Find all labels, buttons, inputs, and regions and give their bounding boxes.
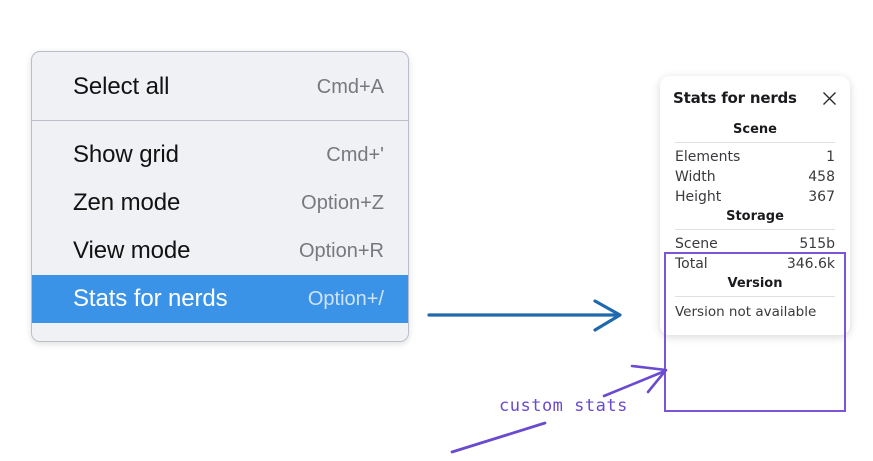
menu-item-shortcut: Cmd+A [316,75,384,98]
stats-group-rule [675,296,835,297]
menu-item-label: Show grid [73,141,179,168]
stats-group-storage: Storage Scene 515b Total 346.6k [673,207,837,274]
stats-group-rule [675,229,835,230]
menu-item-show-grid[interactable]: Show grid Cmd+' [32,131,408,179]
menu-item-view-mode[interactable]: View mode Option+R [32,227,408,275]
stats-row-value: 367 [808,189,835,205]
stats-row-key: Elements [675,149,741,165]
close-icon[interactable] [821,90,837,106]
menu-item-label: Zen mode [73,189,181,216]
context-menu-section-2: Show grid Cmd+' Zen mode Option+Z View m… [32,121,408,341]
menu-item-shortcut: Option+/ [307,287,384,310]
menu-item-shortcut: Cmd+' [326,143,384,166]
menu-item-label: View mode [73,237,191,264]
context-menu[interactable]: Select all Cmd+A Show grid Cmd+' Zen mod… [31,51,409,342]
stats-group-rule [675,142,835,143]
stats-row: Scene 515b [673,234,837,254]
menu-item-shortcut: Option+R [298,239,384,262]
menu-separator [32,120,408,121]
purple-arrow [602,364,668,398]
menu-item-select-all[interactable]: Select all Cmd+A [32,63,408,111]
menu-item-stats-for-nerds[interactable]: Stats for nerds Option+/ [32,275,408,323]
stats-group-title: Version [727,276,783,291]
purple-underline-stroke [450,421,547,454]
annotation-custom-stats-label: custom stats [499,396,628,416]
stats-row-key: Scene [675,236,718,252]
stats-panel-title: Stats for nerds [673,89,797,107]
stats-row: Height 367 [673,187,837,207]
stats-row-key: Width [675,169,716,185]
stats-group-title: Scene [733,122,777,137]
stats-row-value: 346.6k [786,256,835,272]
menu-item-zen-mode[interactable]: Zen mode Option+Z [32,179,408,227]
stats-row-key: Height [675,189,722,205]
context-menu-section-1: Select all Cmd+A [32,52,408,120]
menu-item-label: Stats for nerds [73,285,228,312]
blue-arrow [427,299,622,332]
stats-row: Elements 1 [673,147,837,167]
stats-row: Total 346.6k [673,254,837,274]
stats-row-key: Total [675,256,708,272]
menu-item-shortcut: Option+Z [301,191,384,214]
stats-row-value: 515b [799,236,835,252]
stats-group-version: Version Version not available [673,274,837,321]
stats-row: Width 458 [673,167,837,187]
stats-panel-header: Stats for nerds [673,89,837,107]
stats-row-value: 1 [826,149,835,165]
stats-row-value: 458 [808,169,835,185]
menu-footer-spacer [32,323,408,341]
stats-version-note: Version not available [675,304,817,320]
stats-group-scene: Scene Elements 1 Width 458 Height 367 [673,120,837,207]
menu-item-label: Select all [73,73,170,100]
stats-for-nerds-panel: Stats for nerds Scene Elements 1 Width 4… [660,76,850,335]
stats-group-title: Storage [726,209,784,224]
